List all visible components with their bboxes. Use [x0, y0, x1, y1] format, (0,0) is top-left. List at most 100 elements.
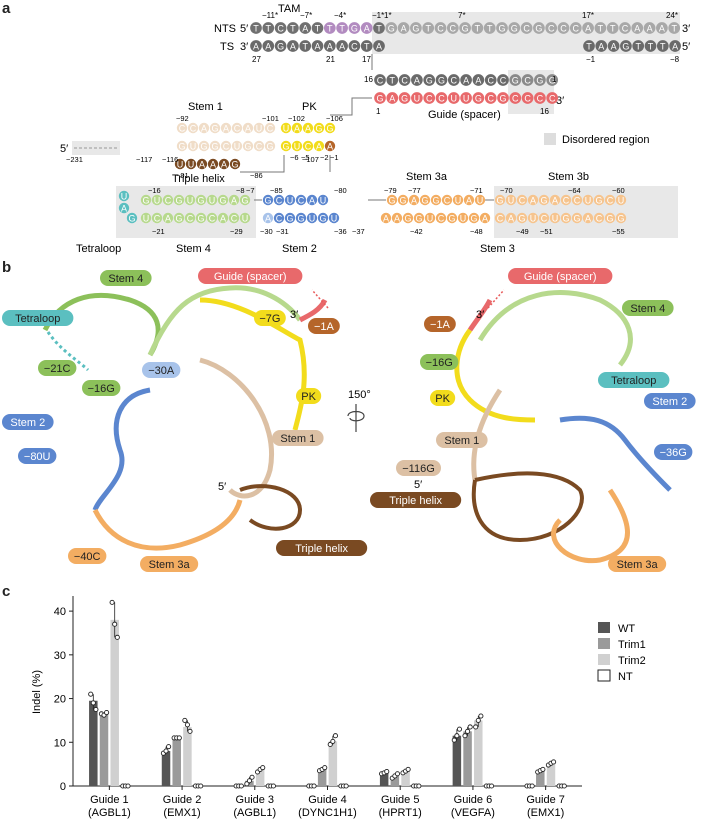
- stem4-top-nt: [184, 194, 196, 206]
- pk-top-nt: [291, 122, 303, 134]
- nts-nt: [348, 22, 361, 34]
- structure-label-chip: [654, 444, 693, 460]
- guide-rna-nt: [374, 92, 386, 104]
- pk-bot-nt-letter: A: [316, 142, 322, 152]
- data-point: [163, 748, 169, 754]
- triple-helix-label: Triple helix: [172, 173, 225, 185]
- data-point: [322, 765, 328, 771]
- stem4-bot-nt: [184, 212, 196, 224]
- ts-nt: [360, 40, 373, 52]
- pk-bot-nt-letter: A: [327, 142, 333, 152]
- nts-nt-letter: A: [659, 24, 665, 34]
- data-point: [343, 783, 349, 789]
- guide-dna-nt-letter: T: [390, 76, 396, 86]
- left-stem3a-ribbon: [92, 499, 243, 551]
- stem1-bot-nt: [231, 140, 243, 152]
- data-point: [561, 783, 567, 789]
- legend-label: Trim2: [618, 655, 646, 667]
- structure-label-text: PK: [301, 391, 316, 403]
- stem1-bot-nt: [198, 140, 210, 152]
- stem4-bot-nt-letter: C: [209, 214, 216, 224]
- stem3a-bot-nt: [413, 212, 425, 224]
- structure-label-chip: [420, 354, 459, 370]
- stem1-bot-nt-letter: G: [211, 142, 218, 152]
- stem2-top-nt: [317, 194, 329, 206]
- nts-nt-letter: C: [277, 24, 284, 34]
- guide-rna-nt-letter: C: [487, 94, 494, 104]
- stem3b-bot-nt: [538, 212, 550, 224]
- ts-nt-letter: A: [290, 42, 296, 52]
- nts-nt: [631, 22, 644, 34]
- legend-label: Trim1: [618, 639, 646, 651]
- ts-nt: [373, 40, 385, 52]
- nts-nt-letter: C: [622, 24, 629, 34]
- ts-right-nt-letter: T: [660, 42, 666, 52]
- stem3b-bot-nt-letter: U: [530, 214, 537, 224]
- stem4-top-nt: [162, 194, 174, 206]
- pk-label: PK: [302, 101, 317, 113]
- structure-label-text: Stem 4: [108, 273, 143, 285]
- stem1-bot-nt: [187, 140, 199, 152]
- structure-label-chip: [508, 268, 613, 284]
- right-arrow: [487, 289, 505, 309]
- stem3b-top-nt: [505, 194, 517, 206]
- stem1-top-nt: [231, 122, 243, 134]
- structure-label-chip: [68, 548, 107, 564]
- ts-number: −8: [670, 55, 680, 64]
- rna-number: −79: [384, 186, 397, 195]
- bar-trim2: [255, 769, 265, 786]
- x-tick-label: (HPRT1): [379, 807, 422, 819]
- structure-label-chip: [18, 448, 57, 464]
- guide-rna-nt: [497, 92, 509, 104]
- stem3b-top-nt-letter: U: [618, 196, 625, 206]
- stem3a-top-nt-letter: U: [477, 196, 484, 206]
- structure-label-text: Stem 3a: [617, 559, 659, 571]
- data-point: [405, 766, 411, 772]
- stem3b-top-nt: [527, 194, 539, 206]
- structure-label-text: −1A: [430, 319, 451, 331]
- stem2-bot-nt-letter: U: [331, 214, 338, 224]
- nts-nt-letter: G: [511, 24, 518, 34]
- nts-nt: [557, 22, 570, 34]
- guide-label-a: Guide (spacer): [428, 109, 501, 121]
- stem3b-top-nt-letter: G: [540, 196, 547, 206]
- data-point: [462, 733, 468, 739]
- structure-label-chip: [2, 310, 74, 326]
- stem3b-top-nt-letter: C: [519, 196, 526, 206]
- stem3b-top-nt: [593, 194, 605, 206]
- rna-number: −231: [66, 155, 83, 164]
- pk-top-nt-letter: G: [326, 124, 333, 134]
- stem4-top-nt: [195, 194, 207, 206]
- stem3b-bot-nt: [615, 212, 627, 224]
- stem3b-bot-nt: [604, 212, 616, 224]
- stem4-top-nt: [206, 194, 218, 206]
- stem1-top-nt-letter: G: [211, 124, 218, 134]
- guide-rna-nt-letter: C: [537, 94, 544, 104]
- structure-label-chip: [100, 270, 152, 286]
- nts-nt: [656, 22, 668, 34]
- legend-swatch: [598, 654, 610, 665]
- data-point: [478, 713, 484, 719]
- structure-label-chip: [622, 300, 674, 316]
- nts-nt: [643, 22, 656, 34]
- data-point: [467, 724, 473, 730]
- stem2-bot-nt-letter: C: [276, 214, 283, 224]
- stem4-top-nt: [228, 194, 240, 206]
- guide-rna-nt-letter: C: [549, 94, 556, 104]
- left-stem2-ribbon: [92, 387, 151, 512]
- x-tick-label: Guide 7: [526, 794, 565, 806]
- ts-right-nt: [632, 40, 645, 52]
- rna-number: −102: [288, 114, 305, 123]
- nts-number: −4*: [334, 11, 346, 20]
- stem2-bot-nt: [273, 212, 285, 224]
- stem3b-top-nt-letter: G: [496, 196, 503, 206]
- stem1-top-nt: [187, 122, 199, 134]
- nts-number: −11*: [262, 11, 278, 20]
- guide-rna-nt-letter: G: [401, 94, 408, 104]
- nts-number: 1*: [384, 11, 392, 20]
- x-tick-label: (AGBL1): [88, 807, 131, 819]
- ts-nt-letter: A: [339, 42, 345, 52]
- ts-right-nt: [656, 40, 669, 52]
